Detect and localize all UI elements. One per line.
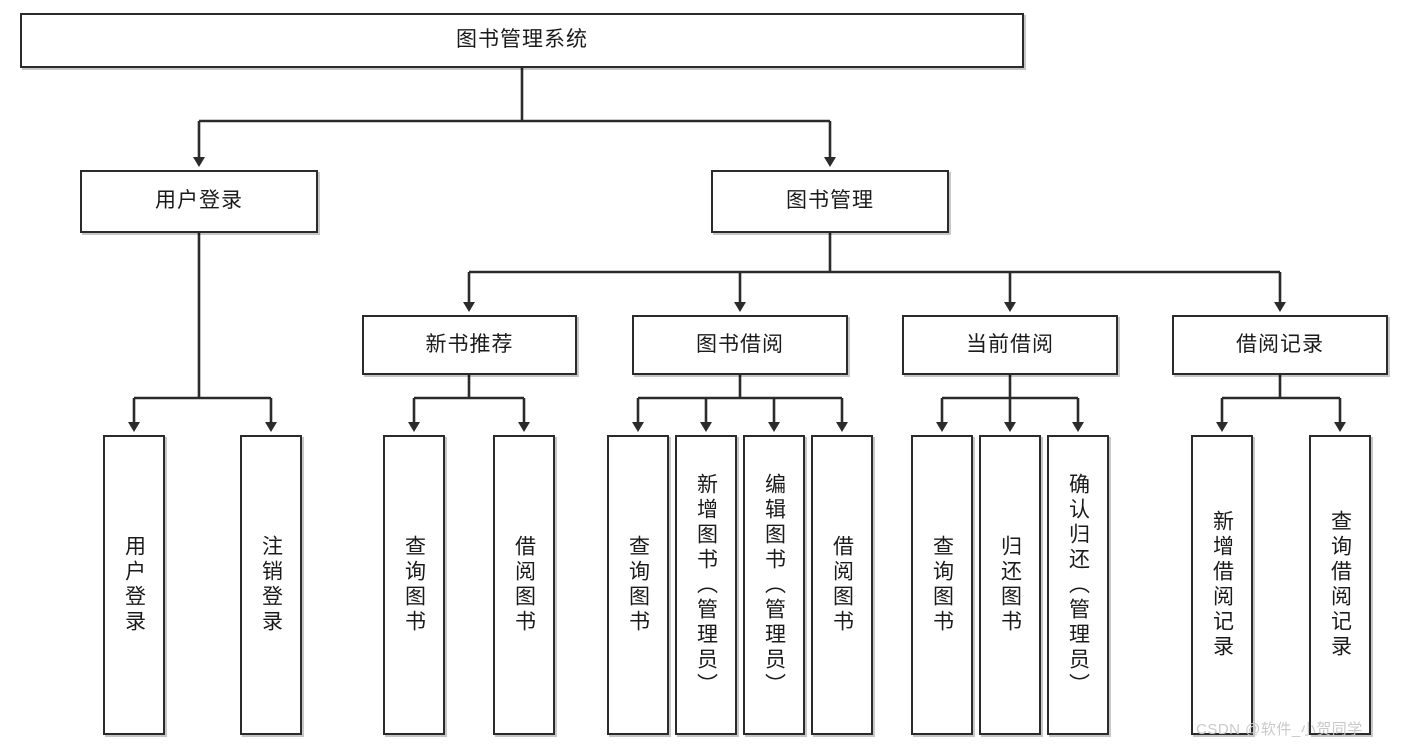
node-leaf-logout[interactable]: 注销登录 — [240, 435, 302, 735]
node-label: 确认归还（管理员） — [1066, 472, 1090, 698]
node-label: 新书推荐 — [425, 332, 514, 356]
node-new-book-recommendation[interactable]: 新书推荐 — [362, 315, 577, 375]
node-leaf-add-borrow-record[interactable]: 新增借阅记录 — [1191, 435, 1253, 735]
node-leaf-query-books-borrow[interactable]: 查询图书 — [607, 435, 669, 735]
node-leaf-add-book-admin[interactable]: 新增图书（管理员） — [675, 435, 737, 735]
node-book-management[interactable]: 图书管理 — [711, 170, 949, 233]
node-leaf-user-login[interactable]: 用户登录 — [103, 435, 165, 735]
node-label: 新增图书（管理员） — [694, 472, 718, 698]
node-leaf-query-books-current[interactable]: 查询图书 — [911, 435, 973, 735]
node-label: 查询图书 — [930, 535, 954, 635]
node-borrowing-record[interactable]: 借阅记录 — [1172, 315, 1388, 375]
node-label: 借阅记录 — [1236, 332, 1324, 356]
node-label: 借阅图书 — [830, 535, 854, 635]
node-label: 用户登录 — [155, 189, 243, 213]
node-label: 查询借阅记录 — [1328, 510, 1352, 660]
node-label: 注销登录 — [259, 535, 283, 635]
node-label: 归还图书 — [998, 535, 1022, 635]
node-book-borrowing[interactable]: 图书借阅 — [632, 315, 848, 375]
node-label: 查询图书 — [626, 535, 650, 635]
node-leaf-borrow-books-rec[interactable]: 借阅图书 — [493, 435, 555, 735]
node-user-login[interactable]: 用户登录 — [80, 170, 318, 233]
node-leaf-confirm-return-admin[interactable]: 确认归还（管理员） — [1047, 435, 1109, 735]
node-label: 用户登录 — [122, 535, 146, 635]
node-label: 图书管理系统 — [456, 28, 588, 52]
node-label: 借阅图书 — [512, 535, 536, 635]
node-current-borrowing[interactable]: 当前借阅 — [902, 315, 1118, 375]
node-label: 当前借阅 — [966, 332, 1054, 356]
node-label: 新增借阅记录 — [1210, 510, 1234, 660]
csdn-watermark: CSDN @软件_小贺同学 — [1196, 721, 1363, 738]
node-label: 查询图书 — [402, 535, 426, 635]
node-leaf-borrow-books[interactable]: 借阅图书 — [811, 435, 873, 735]
node-leaf-query-borrow-record[interactable]: 查询借阅记录 — [1309, 435, 1371, 735]
node-label: 图书管理 — [786, 189, 874, 213]
node-label: 编辑图书（管理员） — [762, 472, 786, 698]
node-leaf-return-books[interactable]: 归还图书 — [979, 435, 1041, 735]
node-label: 图书借阅 — [696, 332, 784, 356]
node-root-book-management-system[interactable]: 图书管理系统 — [20, 13, 1024, 68]
node-leaf-edit-book-admin[interactable]: 编辑图书（管理员） — [743, 435, 805, 735]
node-leaf-query-books-rec[interactable]: 查询图书 — [383, 435, 445, 735]
